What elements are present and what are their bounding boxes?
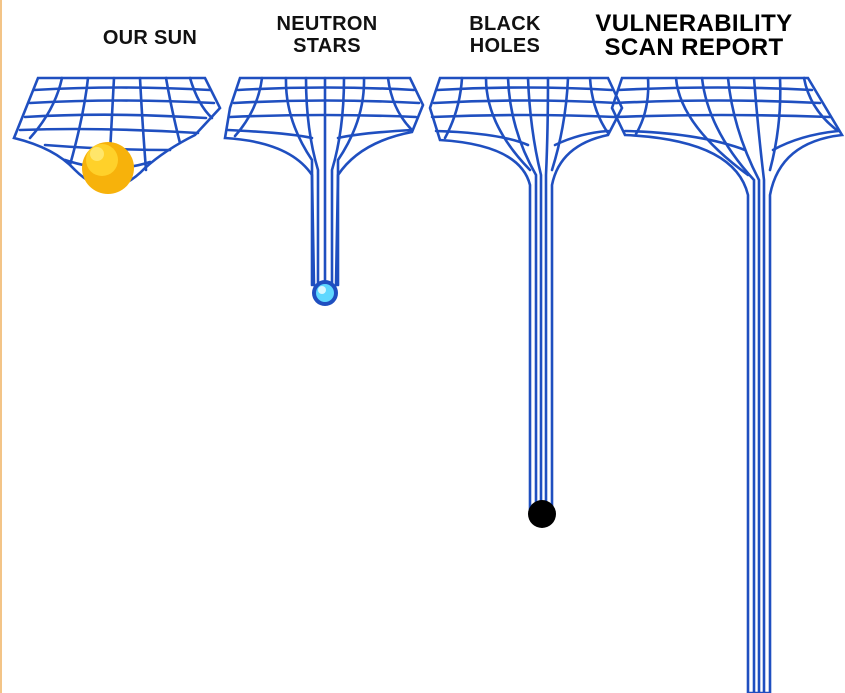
label-black-line1: BLACK [450, 13, 560, 35]
label-report-line1: VULNERABILITY [577, 12, 811, 36]
sun-icon [82, 142, 134, 194]
label-black-holes: BLACK HOLES [450, 13, 560, 57]
label-our-sun: OUR SUN [88, 27, 212, 49]
label-neutron-line1: NEUTRON [262, 13, 392, 35]
report-gravity-well [612, 78, 842, 693]
neutron-star-icon [312, 280, 338, 306]
label-black-line2: HOLES [450, 35, 560, 57]
label-neutron-line2: STARS [262, 35, 392, 57]
label-report-line2: SCAN REPORT [577, 36, 811, 60]
label-neutron-stars: NEUTRON STARS [262, 13, 392, 57]
label-our-sun-text: OUR SUN [88, 27, 212, 49]
neutron-star-gravity-well [225, 78, 423, 293]
label-vulnerability-scan-report: VULNERABILITY SCAN REPORT [577, 12, 811, 60]
black-hole-icon [528, 500, 556, 528]
black-hole-gravity-well [430, 78, 622, 510]
